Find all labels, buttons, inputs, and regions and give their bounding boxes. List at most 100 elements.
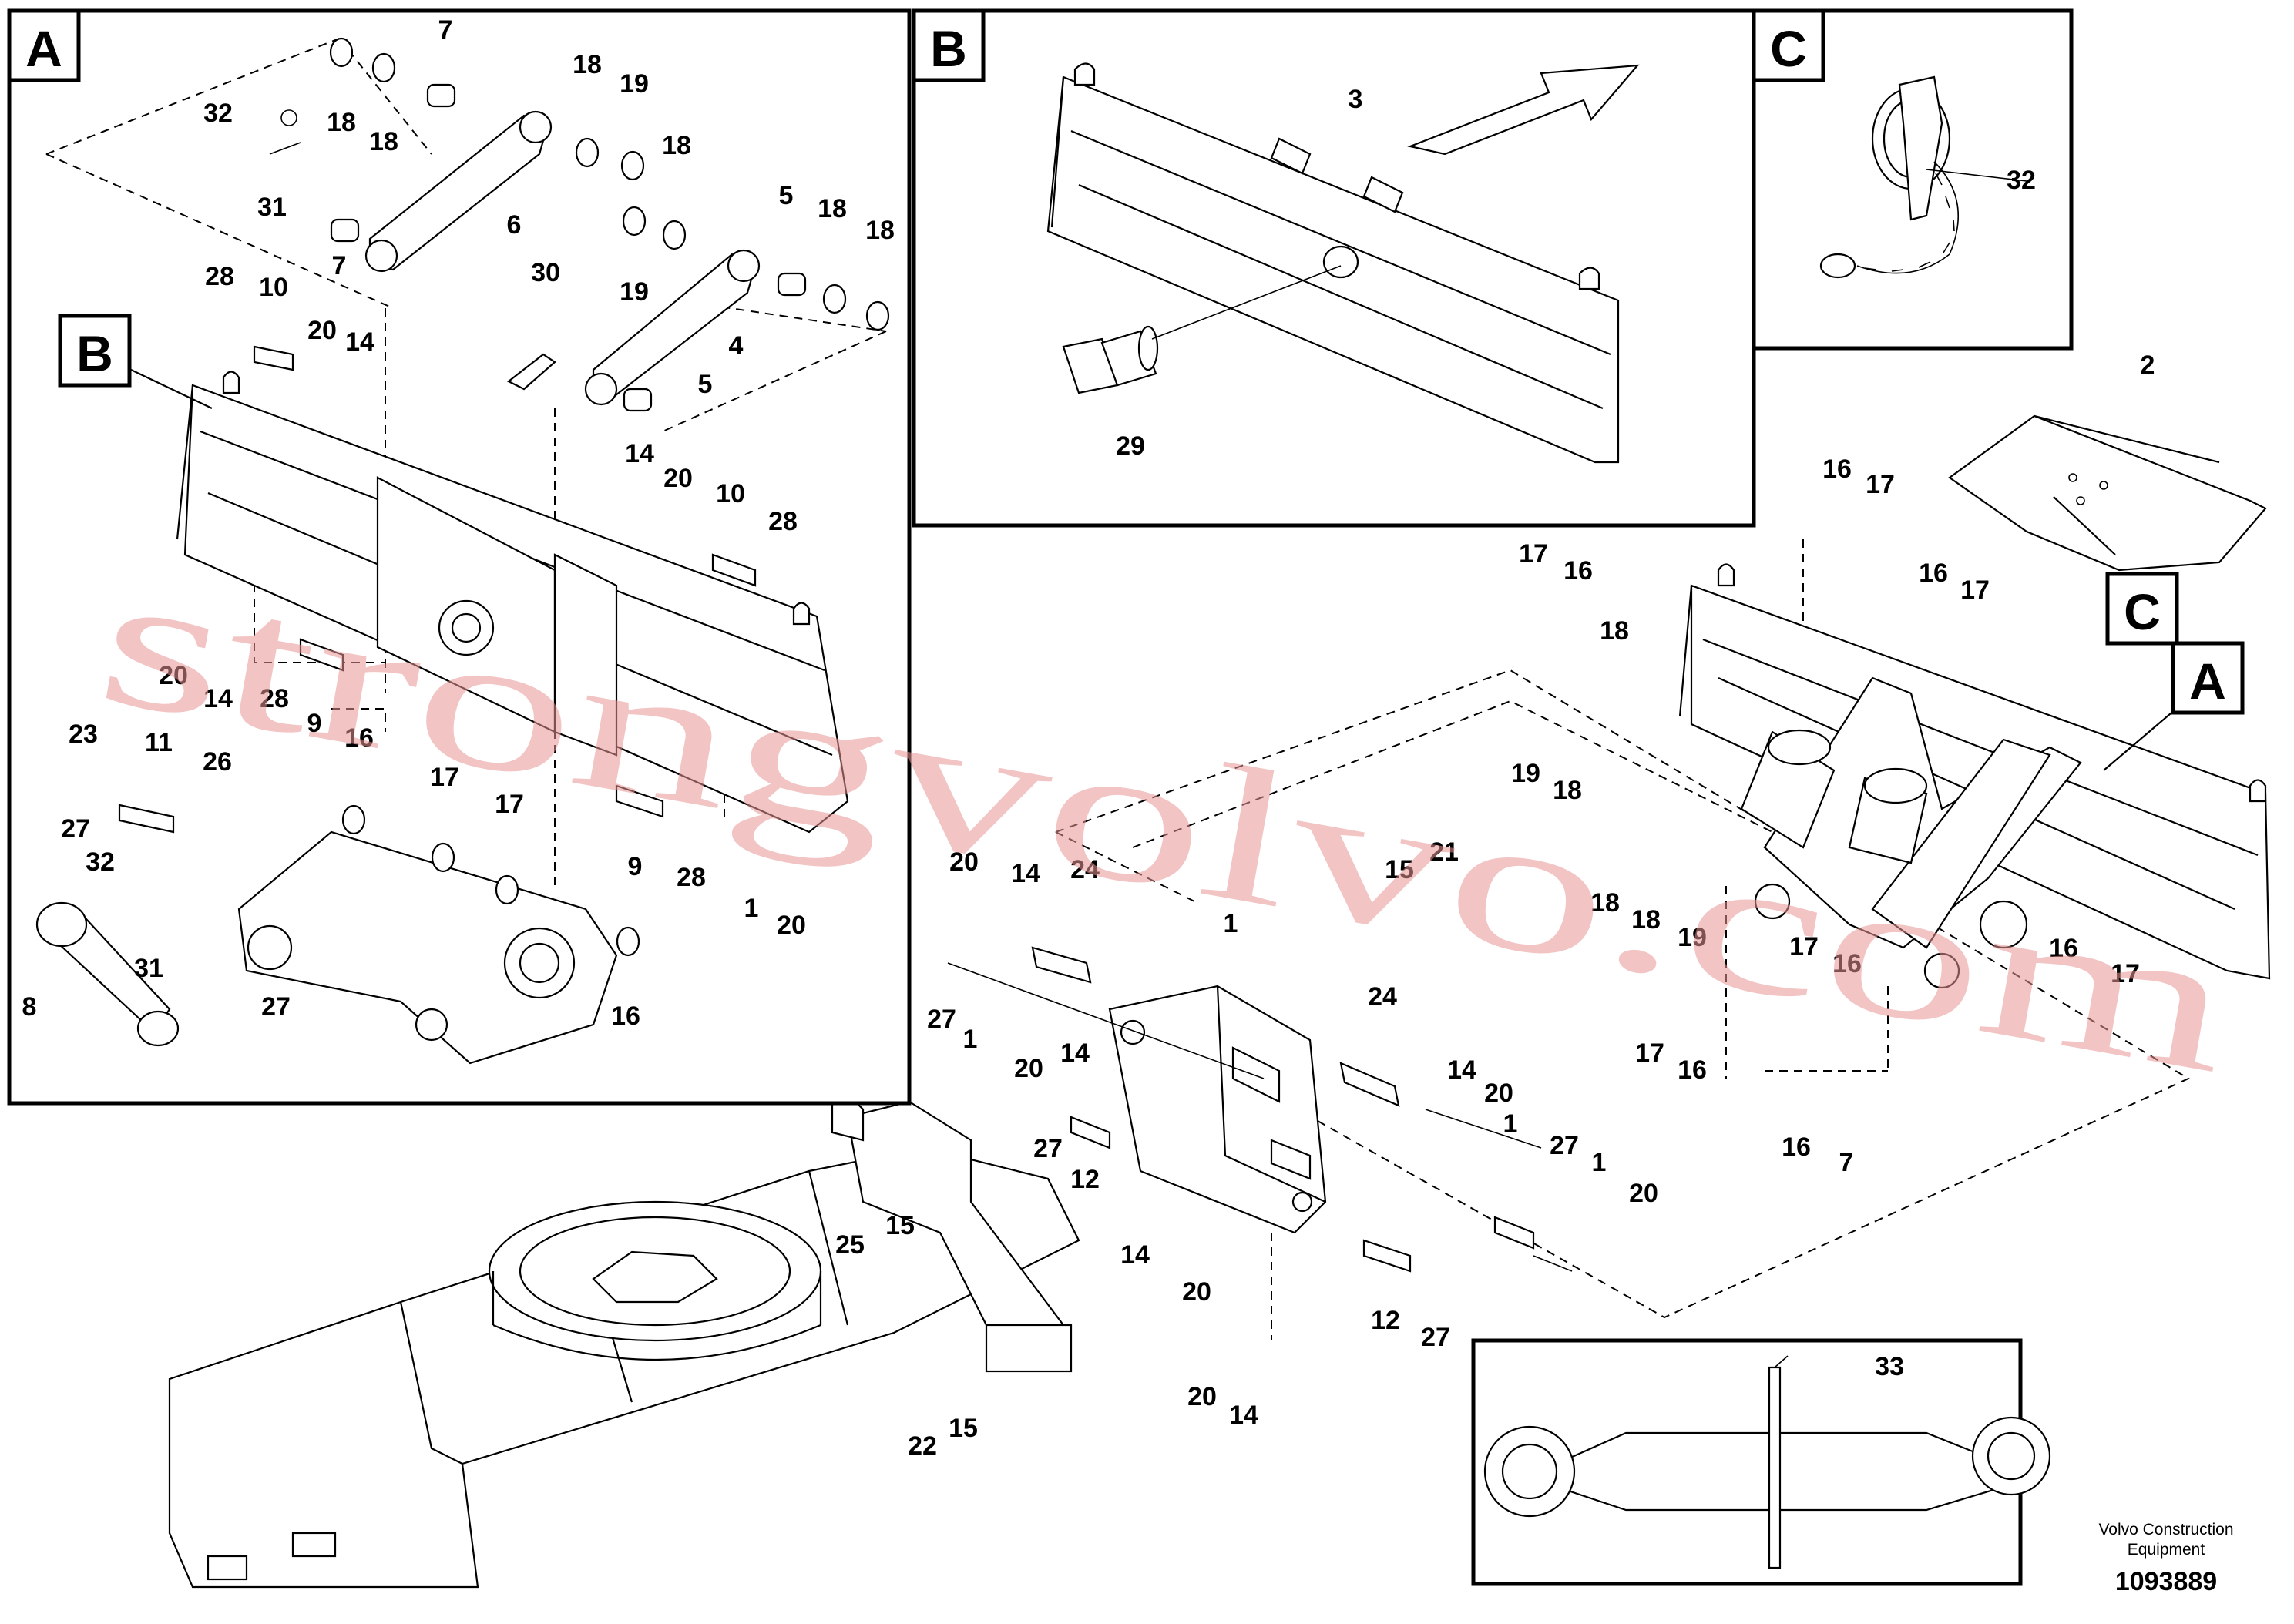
- part-label-2-45: 2: [2141, 351, 2155, 380]
- callout-b: B: [76, 325, 113, 382]
- part-label-27-44: 27: [261, 992, 291, 1022]
- part-label-21-67: 21: [1429, 837, 1459, 867]
- part-label-18-8: 18: [662, 131, 691, 160]
- part-label-27-40: 27: [61, 814, 90, 844]
- part-label-14-21: 14: [625, 439, 654, 468]
- part-label-1-81: 1: [1592, 1148, 1607, 1177]
- document-id: 1093889: [2115, 1567, 2217, 1596]
- section-letter-b: B: [930, 20, 967, 77]
- part-label-12-89: 12: [1371, 1306, 1400, 1335]
- part-label-20-93: 20: [1187, 1382, 1217, 1411]
- part-label-16-36: 16: [611, 1002, 640, 1031]
- part-label-16-46: 16: [1822, 455, 1852, 484]
- part-label-25-85: 25: [835, 1230, 865, 1260]
- callout-a: A: [2189, 653, 2226, 710]
- part-label-28-27: 28: [260, 684, 289, 713]
- inset-a: [7, 8, 912, 1106]
- inset-c: [1752, 8, 2074, 351]
- part-label-18-6: 18: [573, 50, 602, 79]
- part-label-16-29: 16: [344, 723, 374, 753]
- part-label-16-51: 16: [1563, 556, 1593, 586]
- part-label-30-16: 30: [531, 258, 560, 287]
- part-label-11-38: 11: [145, 728, 173, 757]
- mounting-plate: [1108, 985, 1327, 1234]
- part-label-22-91: 22: [908, 1431, 937, 1461]
- part-label-18-11: 18: [818, 194, 847, 223]
- part-label-14-75: 14: [1060, 1038, 1090, 1068]
- part-label-20-88: 20: [1182, 1277, 1211, 1307]
- part-label-4-14: 4: [729, 331, 744, 361]
- brand-line-1: Volvo Construction: [2098, 1521, 2233, 1538]
- part-label-18-54: 18: [1553, 776, 1582, 805]
- part-label-17-50: 17: [1519, 539, 1548, 569]
- part-label-31-42: 31: [134, 954, 163, 983]
- part-label-17-58: 17: [1635, 1038, 1664, 1068]
- part-label-27-90: 27: [1421, 1323, 1450, 1352]
- part-label-10-18: 10: [259, 273, 288, 302]
- part-label-5-10: 5: [779, 181, 794, 210]
- part-label-20-19: 20: [307, 316, 337, 345]
- part-label-28-17: 28: [205, 262, 234, 291]
- part-label-24-70: 24: [1070, 855, 1100, 884]
- part-label-1-34: 1: [744, 894, 759, 923]
- part-label-14-69: 14: [1011, 859, 1040, 888]
- part-label-15-92: 15: [949, 1414, 978, 1443]
- part-label-1-79: 1: [1503, 1109, 1518, 1139]
- part-label-17-65: 17: [2111, 959, 2140, 988]
- part-label-24-76: 24: [1368, 982, 1397, 1012]
- part-label-5-15: 5: [698, 370, 713, 399]
- part-label-17-30: 17: [430, 763, 459, 792]
- part-label-27-83: 27: [1033, 1134, 1063, 1163]
- part-label-17-60: 17: [1789, 932, 1819, 961]
- part-label-32-97: 32: [2007, 166, 2036, 195]
- part-label-18-2: 18: [369, 127, 398, 156]
- cover-plate: [1948, 414, 2267, 572]
- part-label-27-80: 27: [1550, 1131, 1579, 1160]
- part-label-14-87: 14: [1120, 1240, 1150, 1270]
- part-label-20-35: 20: [777, 911, 806, 940]
- part-label-19-13: 19: [620, 277, 649, 307]
- part-label-29-96: 29: [1116, 431, 1145, 461]
- part-label-33-98: 33: [1875, 1352, 1904, 1381]
- part-label-16-64: 16: [2049, 934, 2078, 963]
- main-blade: [1678, 563, 2271, 989]
- main-assembly: [168, 414, 2271, 1589]
- part-label-14-94: 14: [1229, 1401, 1258, 1430]
- part-label-18-56: 18: [1631, 905, 1661, 934]
- part-label-28-33: 28: [677, 863, 706, 892]
- part-label-32-41: 32: [86, 847, 115, 877]
- part-label-17-31: 17: [495, 790, 524, 819]
- part-label-6-9: 6: [507, 210, 522, 240]
- part-label-17-49: 17: [1960, 575, 1990, 605]
- part-label-14-26: 14: [203, 684, 233, 713]
- part-label-16-62: 16: [1782, 1132, 1811, 1162]
- part-label-7-5: 7: [332, 251, 347, 280]
- part-label-18-12: 18: [865, 216, 895, 245]
- part-label-18-1: 18: [327, 108, 356, 137]
- part-label-18-55: 18: [1590, 888, 1620, 918]
- part-label-17-47: 17: [1866, 470, 1895, 499]
- part-label-23-37: 23: [69, 720, 98, 749]
- part-label-27-72: 27: [927, 1005, 956, 1034]
- part-label-19-57: 19: [1678, 923, 1707, 952]
- part-label-8-43: 8: [22, 992, 37, 1022]
- part-label-12-84: 12: [1070, 1165, 1100, 1194]
- section-letter-c: C: [1770, 20, 1807, 77]
- part-label-1-71: 1: [1224, 909, 1238, 938]
- part-label-15-66: 15: [1385, 855, 1414, 884]
- part-label-20-25: 20: [159, 661, 188, 690]
- part-label-1-73: 1: [963, 1025, 978, 1054]
- inset-33: [1471, 1338, 2051, 1586]
- part-label-19-53: 19: [1511, 759, 1540, 788]
- part-label-18-52: 18: [1600, 616, 1629, 646]
- part-label-20-74: 20: [1014, 1054, 1043, 1083]
- part-label-20-82: 20: [1629, 1179, 1658, 1208]
- callout-c: C: [2124, 583, 2161, 640]
- part-label-9-32: 9: [628, 852, 643, 881]
- part-label-15-86: 15: [885, 1211, 915, 1240]
- part-label-32-3: 32: [203, 99, 233, 128]
- part-label-10-23: 10: [716, 479, 745, 508]
